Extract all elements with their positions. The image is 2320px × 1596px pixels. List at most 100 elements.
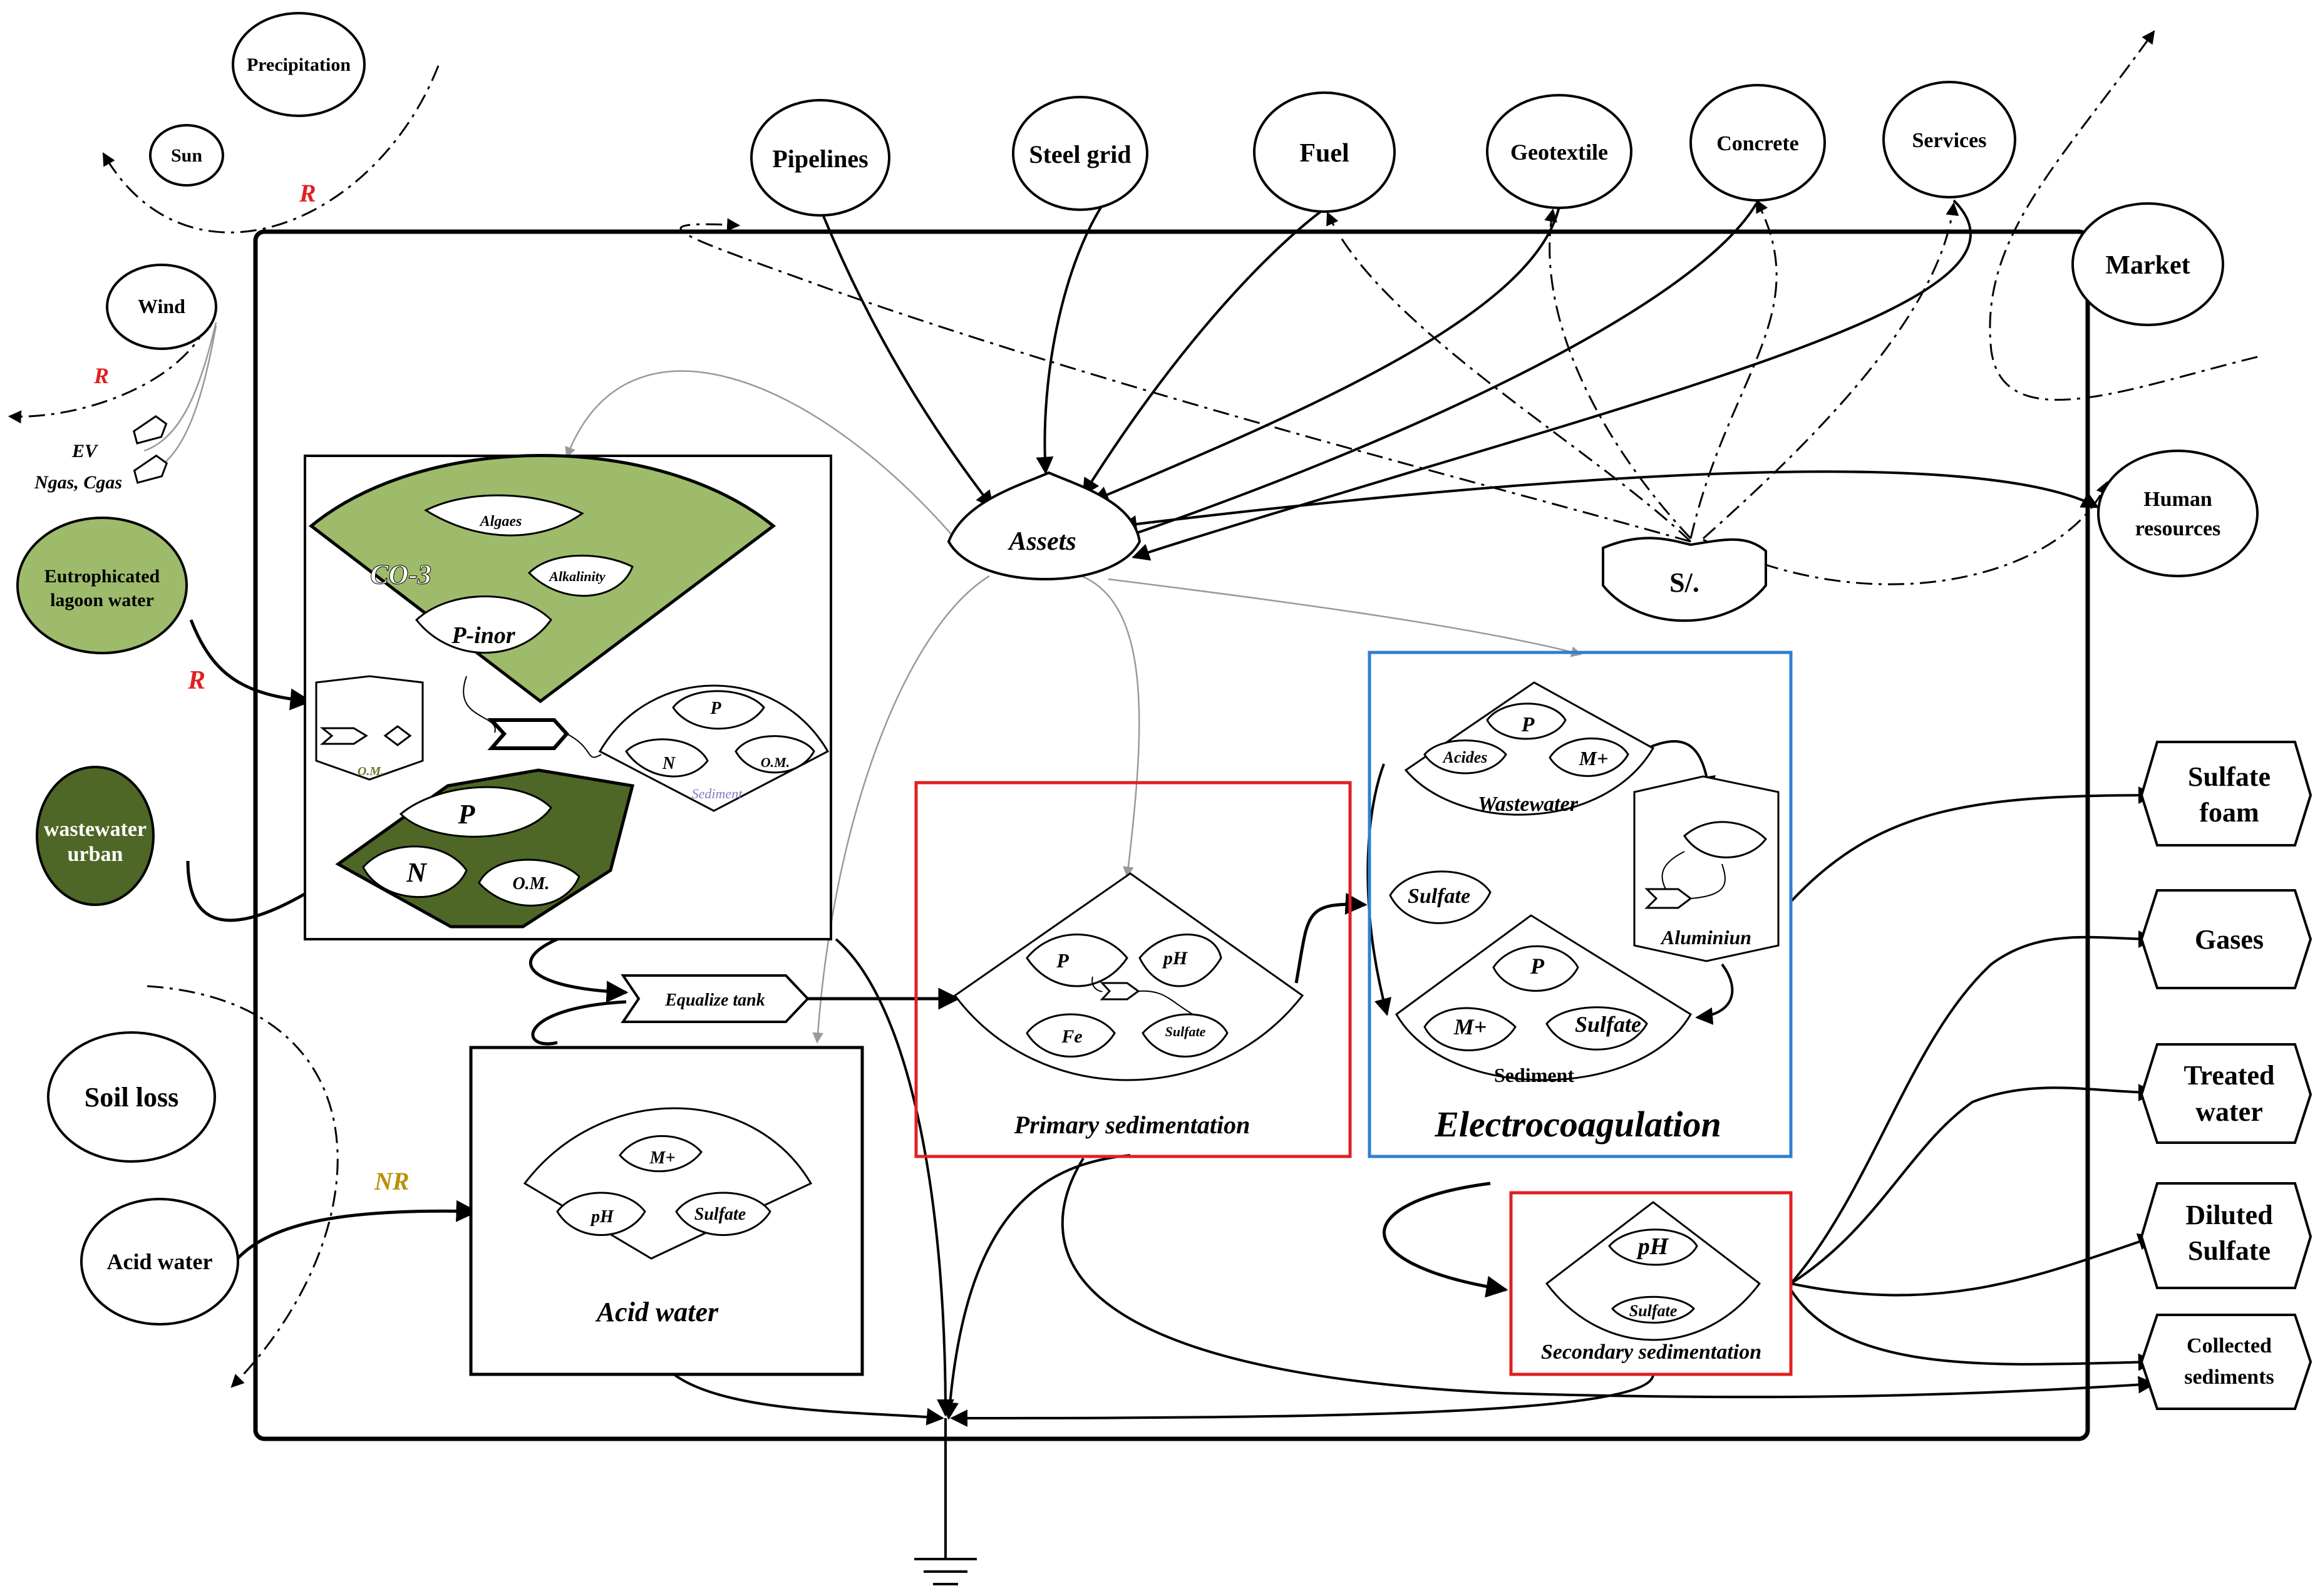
ec-aluminium-label: Aluminiun xyxy=(1660,926,1751,949)
equalize-tank: Equalize tank xyxy=(621,974,810,1023)
sediment-label: Sediment xyxy=(692,786,743,801)
money-storage: S/. xyxy=(1602,537,1767,622)
algaes-label: Algaes xyxy=(479,513,522,530)
primary-sulfate-label: Sulfate xyxy=(1165,1024,1206,1039)
ec-title: Electrocoagulation xyxy=(1434,1104,1721,1145)
secondary-sedimentation: pH Sulfate Secondary sedimentation xyxy=(1509,1191,1793,1376)
precipitation-source: Precipitation xyxy=(232,12,366,117)
services-label: Services xyxy=(1912,129,1987,152)
collected-sediments-label-2: sediments xyxy=(2184,1366,2274,1389)
secondary-ph-label: pH xyxy=(1636,1233,1669,1260)
alkalinity-label: Alkalinity xyxy=(548,569,605,584)
r-marker-lagoon: R xyxy=(187,666,205,695)
wind-source: Wind xyxy=(106,264,217,350)
pipelines-label: Pipelines xyxy=(772,145,868,173)
wastewater-urban-source: wastewater urban xyxy=(36,766,155,906)
ev-label: EV xyxy=(71,441,99,461)
lagoon-n-label: N xyxy=(406,857,428,888)
primary-fe-label: Fe xyxy=(1061,1026,1082,1047)
market-label: Market xyxy=(2105,251,2190,280)
acid-sulfate-label: Sulfate xyxy=(694,1205,746,1224)
secondary-title: Secondary sedimentation xyxy=(1541,1341,1761,1364)
r-marker-wind: R xyxy=(93,363,109,388)
primary-title: Primary sedimentation xyxy=(1014,1111,1250,1139)
eutrophicated-source: Eutrophicated lagoon water xyxy=(16,517,188,654)
wastewater-label-2: urban xyxy=(68,843,123,866)
nr-marker: NR xyxy=(374,1167,410,1195)
acid-water-source-label: Acid water xyxy=(107,1249,213,1274)
ev-arrow-icon xyxy=(133,415,168,445)
steel-grid-source: Steel grid xyxy=(1012,96,1148,211)
interaction-arrow-icon xyxy=(319,727,368,745)
ec-acides-label: Acides xyxy=(1442,748,1488,766)
lagoon-om-label: O.M. xyxy=(512,874,549,893)
lagoon-p-label: P xyxy=(458,799,476,830)
sulfate-foam-label-2: foam xyxy=(2199,797,2259,828)
equalize-tank-label: Equalize tank xyxy=(664,991,765,1010)
ngas-cgas-label: Ngas, Cgas xyxy=(34,472,122,493)
ec-sed-p-label: P xyxy=(1530,954,1545,979)
collected-sediments-output: Collected sediments xyxy=(2140,1314,2312,1410)
acid-water-title: Acid water xyxy=(595,1297,719,1327)
storage-diamond-icon xyxy=(383,725,412,746)
treated-water-label-1: Treated xyxy=(2184,1060,2275,1091)
ec-sediment-label: Sediment xyxy=(1494,1064,1574,1086)
acid-m-label: M+ xyxy=(649,1148,676,1168)
pipelines-source: Pipelines xyxy=(750,99,890,217)
sulfate-foam-label-1: Sulfate xyxy=(2188,761,2271,792)
eutrophicated-label-2: lagoon water xyxy=(50,590,154,610)
market-source: Market xyxy=(2071,202,2224,326)
co3-label: CO-3 xyxy=(370,559,431,590)
geotextile-source: Geotextile xyxy=(1486,94,1632,209)
services-source: Services xyxy=(1882,81,2016,198)
ec-sed-sulfate-label: Sulfate xyxy=(1575,1012,1641,1037)
assets-storage: Assets xyxy=(947,471,1142,580)
fuel-label: Fuel xyxy=(1299,139,1349,168)
ec-ww-p-label: P xyxy=(1521,713,1535,736)
ec-sulfate-label: Sulfate xyxy=(1408,885,1470,908)
system-boundary xyxy=(253,229,2090,1441)
money-label: S/. xyxy=(1669,567,1699,598)
diluted-sulfate-label-2: Sulfate xyxy=(2188,1235,2271,1266)
concrete-source: Concrete xyxy=(1689,84,1826,202)
collected-sediments-label-1: Collected xyxy=(2187,1334,2272,1357)
human-resources-label-1: Human xyxy=(2143,488,2212,511)
primary-sedimentation: P pH Fe Sulfate Primary sedimentation xyxy=(914,781,1352,1158)
sun-label: Sun xyxy=(171,145,202,166)
sediment-p-label: P xyxy=(709,699,721,718)
treated-water-label-2: water xyxy=(2195,1096,2263,1127)
primary-interaction-icon xyxy=(1100,982,1140,1001)
ec-wastewater-label: Wastewater xyxy=(1478,793,1579,816)
wind-label: Wind xyxy=(138,295,185,317)
primary-ph-label: pH xyxy=(1162,948,1188,969)
emission-arrows: EV Ngas, Cgas xyxy=(34,415,168,493)
assets-label: Assets xyxy=(1007,527,1076,556)
ec-sed-m-label: M+ xyxy=(1453,1014,1487,1039)
p-inor-label: P-inor xyxy=(451,622,516,649)
soil-loss-label: Soil loss xyxy=(85,1082,178,1113)
om-label: O.M. xyxy=(358,765,384,778)
main-flows xyxy=(186,187,2156,1585)
gases-label: Gases xyxy=(2195,924,2264,955)
precipitation-label: Precipitation xyxy=(247,54,351,75)
aluminium-interaction-icon xyxy=(1644,888,1693,909)
acid-water-box: M+ pH Sulfate Acid water xyxy=(469,1046,864,1376)
diluted-sulfate-label-1: Diluted xyxy=(2185,1200,2272,1230)
sediment-om-label: O.M. xyxy=(761,754,790,770)
geotextile-label: Geotextile xyxy=(1510,140,1608,165)
concrete-label: Concrete xyxy=(1716,132,1799,155)
ec-ww-m-label: M+ xyxy=(1579,747,1609,770)
steel-grid-label: Steel grid xyxy=(1029,140,1131,168)
gas-arrow-icon xyxy=(133,454,168,484)
treated-water-output: Treated water xyxy=(2140,1043,2312,1144)
sediment-n-label: N xyxy=(662,754,676,773)
fuel-source: Fuel xyxy=(1253,91,1396,213)
acid-ph-label: pH xyxy=(590,1207,614,1227)
wastewater-label-1: wastewater xyxy=(44,818,147,841)
diluted-sulfate-output: Diluted Sulfate xyxy=(2140,1182,2312,1289)
gases-output: Gases xyxy=(2140,889,2312,989)
eutrophicated-label-1: Eutrophicated xyxy=(44,566,160,587)
secondary-sulfate-label: Sulfate xyxy=(1629,1302,1678,1320)
sun-source: Sun xyxy=(149,124,224,187)
